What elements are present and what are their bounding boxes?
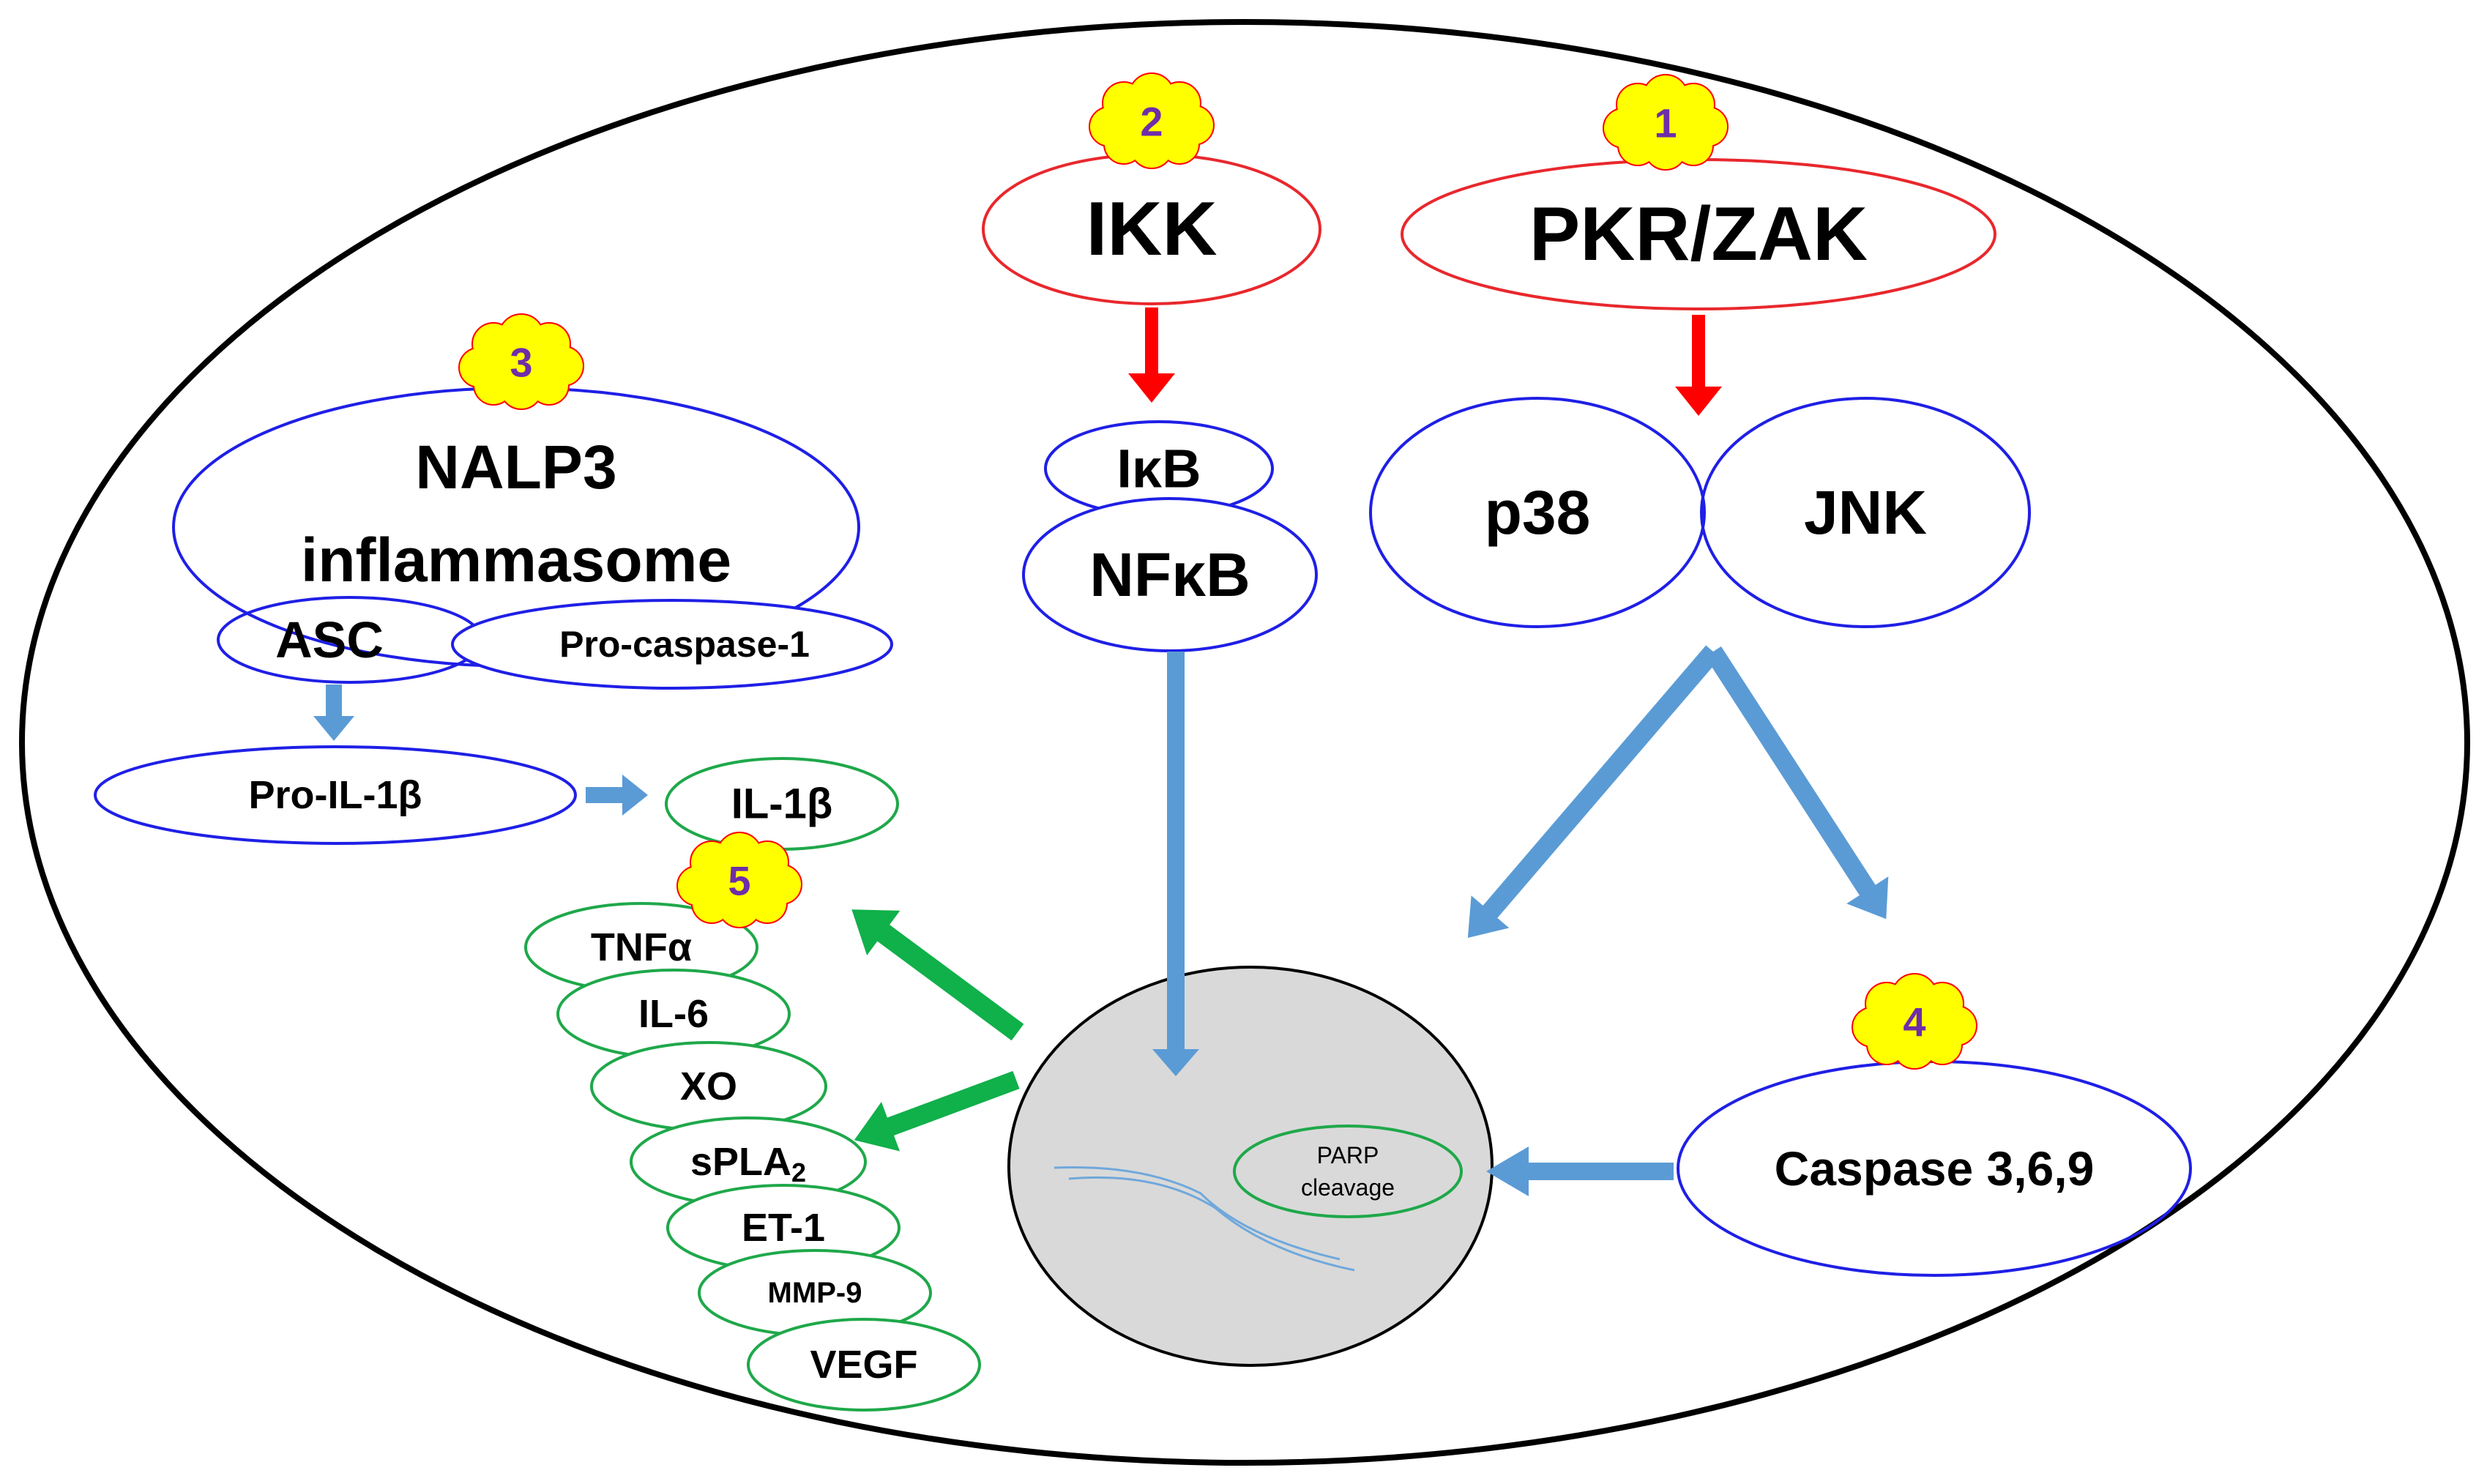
mmp9-label: MMP-9 [768,1277,862,1309]
parp-label-line1: PARP [1317,1142,1379,1168]
nucleus-to-cytokines-arrow [854,1070,1020,1152]
il6-label: IL-6 [638,992,709,1036]
et1-label: ET-1 [742,1206,825,1250]
spla2-text: sPLA [690,1140,791,1184]
pro-il1b-label: Pro-IL-1β [249,773,422,817]
parp-label-line2: cleavage [1301,1174,1395,1201]
badge-2-number: 2 [1140,99,1163,145]
badge-5-number: 5 [728,858,750,904]
asc-label: ASC [275,611,384,668]
jnk-to-nucleus-arrow [1467,645,1720,939]
caspase-to-parp-arrow [1486,1146,1674,1196]
nfkb-node [1022,497,1318,652]
cytokine-stack: TNFα IL-6 XO sPLA2 ET-1 MMP-9 VEGF [524,902,981,1412]
nalp3-label-line1: NALP3 [415,433,616,501]
il1b-label: IL-1β [731,780,833,828]
parp-cleavage-node [1233,1125,1463,1218]
pkr-to-mapk-arrow [1675,315,1722,416]
p38-node [1369,397,1706,628]
pro-il1b-to-il1b-arrow [586,775,648,816]
p38-label: p38 [1485,478,1591,547]
nfkb-to-nucleus-arrow [1152,652,1199,1076]
vegf-node [747,1318,981,1412]
xo-label: XO [680,1064,737,1108]
nfkb-label: NFκB [1089,540,1250,609]
vegf-label: VEGF [810,1343,917,1387]
badge-5: 5 [676,832,802,928]
pkr-zak-label: PKR/ZAK [1529,192,1868,277]
jnk-label: JNK [1804,478,1927,547]
pro-il1b-node [94,745,577,845]
ikb-label: IκB [1116,439,1201,499]
badge-2: 2 [1089,72,1215,169]
tnfa-label: TNFα [591,925,692,969]
dna-strand [1054,1166,1341,1261]
badge-3-number: 3 [510,340,532,386]
nalp3-label-line2: inflammasome [301,526,731,594]
ikk-label: IKK [1086,187,1217,272]
nucleus-to-il1b-arrow [851,909,1024,1041]
badge-4: 4 [1852,973,1977,1070]
badge-4-number: 4 [1903,999,1925,1045]
caspase-label: Caspase 3,6,9 [1775,1141,2095,1196]
pro-caspase-1-label: Pro-caspase-1 [559,624,810,665]
asc-to-pro-il1b-arrow [313,685,354,741]
cell-membrane [19,19,2470,1466]
jnk-node [1700,397,2031,628]
badge-1-number: 1 [1654,100,1677,146]
badge-1: 1 [1603,74,1729,171]
badge-3: 3 [458,313,584,410]
spla2-subscript: 2 [791,1157,806,1187]
jnk-to-caspase-arrow [1705,646,1889,920]
ikk-to-ikb-arrow [1128,307,1175,403]
spla2-label: sPLA2 [690,1140,806,1187]
pro-caspase-1-node [451,599,893,690]
dna-strand [1068,1176,1355,1272]
